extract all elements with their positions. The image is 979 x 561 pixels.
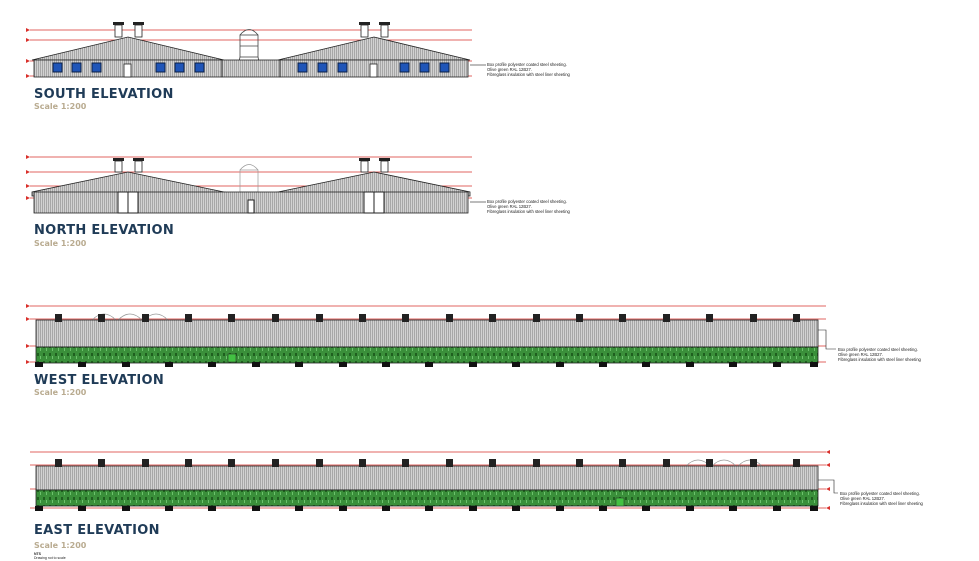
east-ridge-vents	[55, 459, 800, 467]
north-elevation: Box profile polyester coated steel sheet…	[26, 155, 571, 248]
north-elevation-title: NORTH ELEVATION	[34, 223, 174, 238]
south-elevation-scale: Scale 1:200	[34, 102, 87, 111]
north-silo-outline	[239, 164, 259, 193]
east-access-door	[615, 497, 625, 507]
level-markers	[826, 450, 830, 510]
spec-note-line-3: Fibreglass insulation with steel liner s…	[838, 357, 922, 362]
spec-note-line-3: Fibreglass insulation with steel liner s…	[840, 501, 924, 506]
spec-leader-line	[818, 479, 838, 494]
spec-note-line-2: Olive green RAL 12B27.	[840, 496, 885, 501]
level-markers	[26, 155, 30, 200]
south-link-building	[221, 59, 281, 78]
spec-note-line-1: Box profile polyester coated steel sheet…	[487, 62, 567, 67]
west-elevation-scale: Scale 1:200	[34, 388, 87, 397]
spec-note-line-2: Olive green RAL 12B27.	[838, 352, 883, 357]
north-vents	[113, 158, 390, 173]
footer-label: NTS	[34, 552, 42, 556]
spec-note-line-2: Olive green RAL 12B27.	[487, 67, 532, 72]
spec-note-line-3: Fibreglass insulation with steel liner s…	[487, 72, 571, 77]
level-markers	[26, 304, 30, 364]
spec-note-line-2: Olive green RAL 12B27.	[487, 204, 532, 209]
east-elevation-scale: Scale 1:200	[34, 541, 87, 550]
west-footings	[35, 362, 818, 367]
south-windows	[52, 62, 450, 73]
east-wall-cladding	[35, 465, 819, 491]
west-access-door	[227, 353, 237, 363]
west-elevation-title: WEST ELEVATION	[34, 373, 164, 388]
spec-note-line-3: Fibreglass insulation with steel liner s…	[487, 209, 571, 214]
east-elevation-title: EAST ELEVATION	[34, 523, 160, 538]
south-doors	[123, 63, 378, 78]
spec-note-line-1: Box profile polyester coated steel sheet…	[487, 199, 567, 204]
footer-sublabel: Drawing not to scale	[34, 556, 66, 560]
west-ridge-vents	[55, 314, 800, 322]
spec-note-line-1: Box profile polyester coated steel sheet…	[840, 491, 920, 496]
east-elevation: Box profile polyester coated steel sheet…	[30, 450, 924, 550]
south-elevation: Box profile polyester coated steel sheet…	[26, 22, 571, 111]
west-base-panels	[35, 346, 819, 364]
south-elevation-title: SOUTH ELEVATION	[34, 87, 174, 102]
west-elevation: Box profile polyester coated steel sheet…	[26, 304, 922, 397]
spec-leader-line	[818, 329, 836, 350]
east-base-panels	[35, 489, 819, 507]
east-footings	[35, 506, 818, 511]
north-double-doors	[117, 191, 385, 214]
level-markers	[26, 28, 30, 78]
spec-note-line-1: Box profile polyester coated steel sheet…	[838, 347, 918, 352]
west-wall-cladding	[35, 319, 819, 348]
north-elevation-scale: Scale 1:200	[34, 239, 87, 248]
